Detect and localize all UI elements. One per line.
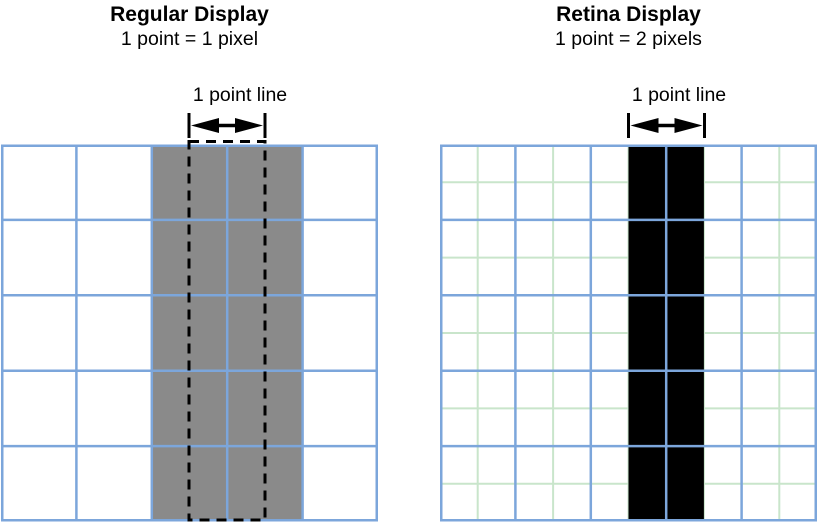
regular-measure-arrow-right-head: [235, 118, 263, 133]
regular-display-subtitle: 1 point = 1 pixel: [120, 28, 259, 50]
retina-measure-arrow-ticks: [627, 113, 706, 138]
retina-grid-border: [440, 144, 817, 522]
retina-one-point-line-label: 1 point line: [631, 84, 727, 106]
regular-grid-vertical-lines: [75, 144, 304, 522]
regular-measure-arrow: [187, 113, 267, 138]
regular-one-point-dashed-outline: [187, 140, 267, 522]
regular-display-title: Regular Display: [110, 3, 269, 26]
regular-measure-arrow-left-head: [191, 118, 219, 133]
retina-grid: [440, 144, 817, 522]
retina-display-subtitle: 1 point = 2 pixels: [555, 28, 702, 50]
retina-measure-arrow-right-head: [674, 118, 703, 133]
regular-one-point-line-label: 1 point line: [192, 84, 288, 106]
retina-measure-arrow-left-head: [630, 118, 659, 133]
regular-measure-arrow-ticks: [187, 113, 267, 138]
retina-grid-vertical-lines: [514, 144, 743, 522]
regular-grid: [1, 144, 378, 522]
retina-grid-horizontal-lines: [440, 218, 817, 448]
retina-measure-arrow: [627, 113, 706, 138]
retina-display-title: Retina Display: [556, 3, 701, 26]
